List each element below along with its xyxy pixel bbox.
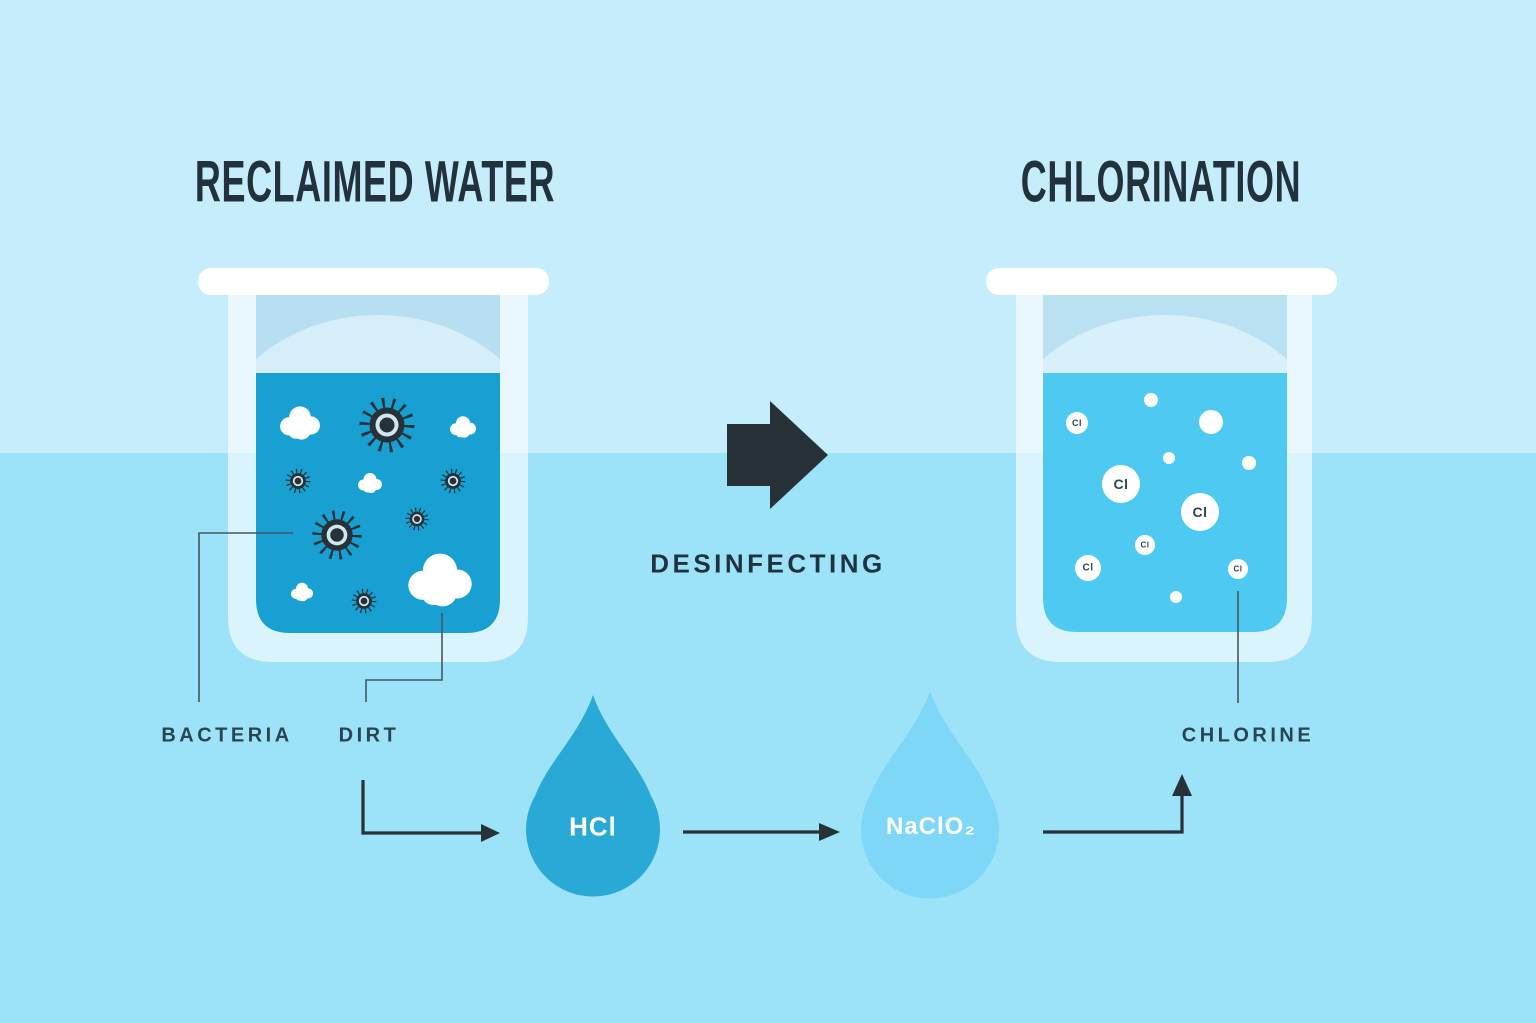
- chlorine-particle: Cl: [1066, 412, 1088, 434]
- hcl-droplet: [526, 695, 660, 897]
- beaker-right-water: [1043, 373, 1287, 632]
- chlorite-to-beaker-arrow: [1043, 794, 1184, 834]
- title-chlorination: CHLORINATION: [1020, 149, 1302, 215]
- dirt-connector-line: [365, 613, 443, 702]
- chlorine-particle: [1242, 456, 1256, 470]
- beaker-left-lip: [198, 268, 549, 295]
- chlorine-label: CHLORINE: [1181, 724, 1315, 747]
- chlorine-particle: [1144, 393, 1158, 407]
- beaker-left-glass-shine: [256, 315, 500, 373]
- dirt-to-acid-arrow: [361, 780, 481, 835]
- process-arrow-icon: [727, 401, 828, 509]
- naclo2-droplet: [860, 690, 1000, 899]
- chlorine-particle: Cl: [1228, 559, 1248, 579]
- chlorine-particle: Cl: [1135, 535, 1155, 555]
- chlorine-particle-label: Cl: [1072, 418, 1082, 428]
- arrowhead-icon: [1172, 774, 1192, 796]
- chlorine-particle: [1170, 591, 1182, 603]
- dirt-label: DIRT: [338, 724, 400, 747]
- chlorine-particle-label: Cl: [1114, 476, 1129, 492]
- arrowhead-icon: [481, 824, 500, 842]
- naclo2-droplet-label: NaClO₂: [885, 813, 977, 840]
- bacteria-connector-line: [198, 532, 293, 702]
- chlorine-particle: Cl: [1181, 493, 1219, 531]
- hcl-droplet-label: HCl: [569, 811, 617, 842]
- chlorine-particle-label: Cl: [1234, 565, 1243, 574]
- chlorine-particle: [1163, 452, 1175, 464]
- beaker-left: [198, 268, 549, 662]
- chlorine-particle: Cl: [1102, 465, 1140, 503]
- beaker-right: Cl Cl Cl Cl Cl Cl: [986, 268, 1337, 662]
- chlorine-particle: [1199, 410, 1223, 434]
- arrowhead-icon: [819, 823, 840, 841]
- chlorine-particle-label: Cl: [1083, 563, 1094, 574]
- process-label: DESINFECTING: [650, 548, 886, 579]
- chlorine-particle-label: Cl: [1193, 504, 1208, 520]
- beaker-right-glass-shine: [1043, 315, 1287, 373]
- chlorine-particle: Cl: [1075, 555, 1101, 581]
- bacteria-label: BACTERIA: [161, 724, 293, 747]
- chlorine-particle-label: Cl: [1141, 541, 1150, 550]
- title-reclaimed-water: RECLAIMED WATER: [194, 149, 556, 215]
- beaker-right-lip: [986, 268, 1337, 295]
